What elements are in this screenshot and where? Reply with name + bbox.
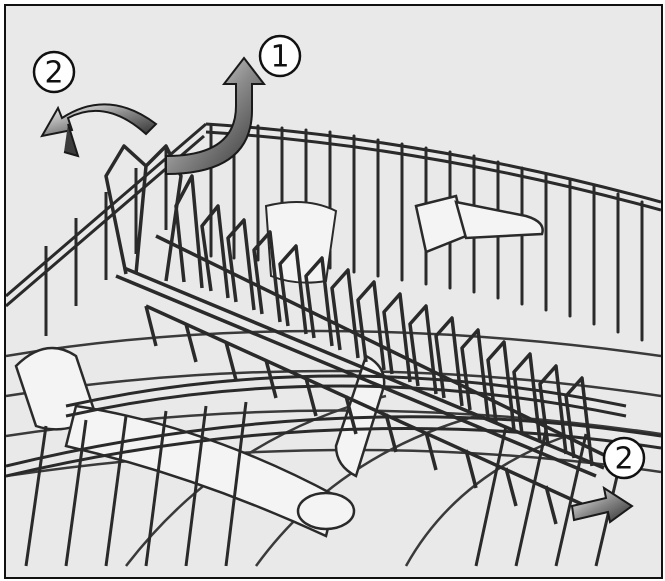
step-2-right-callout: 2 bbox=[602, 436, 646, 480]
lift-up-arrow-icon bbox=[165, 56, 267, 176]
slide-right-arrow-icon bbox=[570, 485, 634, 524]
rack-back-rail bbox=[205, 122, 661, 212]
rack-front-rails bbox=[6, 374, 661, 567]
dishwasher-rack-illustration: 1 2 2 bbox=[6, 34, 661, 567]
step-2-right-label: 2 bbox=[614, 442, 633, 477]
rotate-left-arrow-icon bbox=[40, 103, 158, 158]
plate-rack-insert bbox=[104, 144, 607, 525]
cup-clip bbox=[264, 194, 544, 284]
illustration-frame: 1 2 2 bbox=[4, 4, 663, 579]
step-2-left-label: 2 bbox=[44, 56, 63, 91]
step-1-callout: 1 bbox=[258, 34, 302, 78]
step-1-label: 1 bbox=[270, 40, 289, 75]
step-2-left-callout: 2 bbox=[32, 50, 76, 94]
